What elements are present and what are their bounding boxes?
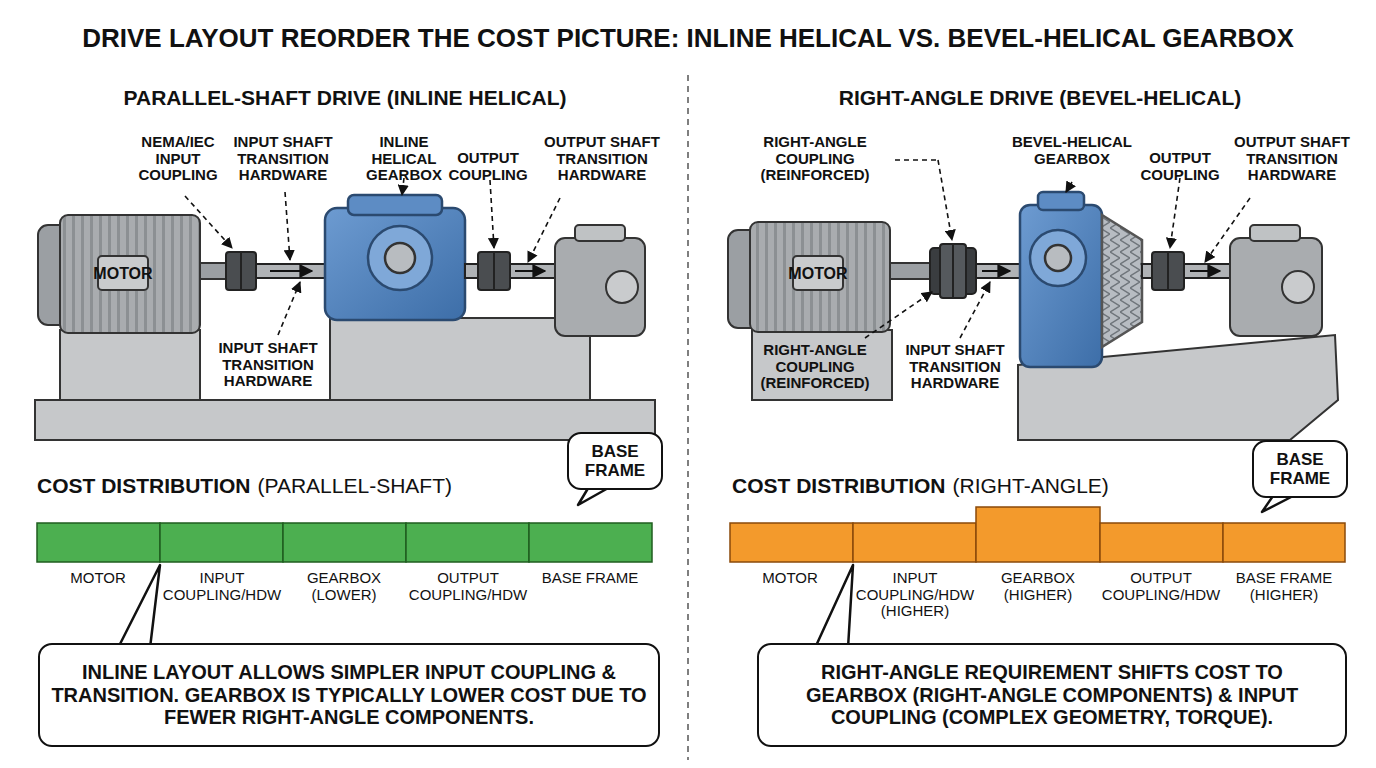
bar-label: MOTOR [38,570,158,587]
part-label: NEMA/IEC INPUT COUPLING [123,134,233,184]
part-label: OUTPUT SHAFT TRANSITION HARDWARE [532,134,672,184]
right-gearbox [1020,192,1142,367]
bar-label: GEARBOX (LOWER) [284,570,404,603]
part-label: OUTPUT COUPLING [443,150,533,183]
bar-label: BASE FRAME [530,570,650,587]
part-label: RIGHT-ANGLE COUPLING (REINFORCED) [745,342,885,392]
section-heading: COST DISTRIBUTION [37,474,251,497]
part-label: BEVEL-HELICAL GEARBOX [1012,134,1132,167]
part-label: OUTPUT SHAFT TRANSITION HARDWARE [1222,134,1362,184]
callout-tail [815,565,853,648]
section-heading: (RIGHT-ANGLE) [953,474,1109,497]
part-label: MOTOR [778,265,858,283]
leader-lines [865,160,1250,338]
left-output-coupling [465,252,555,290]
bar-label: MOTOR [730,570,850,587]
callout-box: BASE FRAME [567,432,663,490]
part-label: INPUT SHAFT TRANSITION HARDWARE [900,342,1010,392]
left-driven-machine [555,225,645,336]
bar-label: OUTPUT COUPLING/HDW [1101,570,1221,603]
bar-label: GEARBOX (HIGHER) [978,570,1098,603]
right-output-coupling [1142,252,1232,290]
part-label: INLINE HELICAL GEARBOX [354,134,454,184]
callout-box: BASE FRAME [1252,440,1348,498]
cost-bar-left [37,523,652,562]
panel-heading: RIGHT-ANGLE DRIVE (BEVEL-HELICAL) [720,86,1360,109]
callout-text: RIGHT-ANGLE REQUIREMENT SHIFTS COST TO G… [769,661,1335,728]
left-gearbox [325,195,465,320]
bar-label: INPUT COUPLING/HDW [162,570,282,603]
section-heading: COST DISTRIBUTION [732,474,946,497]
panel-heading: PARALLEL-SHAFT DRIVE (INLINE HELICAL) [25,86,665,109]
section-heading: (PARALLEL-SHAFT) [258,474,453,497]
callout-text: INLINE LAYOUT ALLOWS SIMPLER INPUT COUPL… [50,661,648,728]
callout-text: BASE FRAME [579,442,651,480]
cost-bar-right [730,507,1345,562]
bar-label: INPUT COUPLING/HDW (HIGHER) [855,570,975,620]
leader-lines [185,178,560,335]
right-motor [728,222,930,332]
part-label: MOTOR [83,265,163,283]
right-driven-machine [1230,225,1322,336]
part-label: RIGHT-ANGLE COUPLING (REINFORCED) [735,134,895,184]
callout-text: BASE FRAME [1264,450,1336,488]
bar-label: OUTPUT COUPLING/HDW [408,570,528,603]
part-label: OUTPUT COUPLING [1135,150,1225,183]
note-callout: RIGHT-ANGLE REQUIREMENT SHIFTS COST TO G… [757,643,1347,747]
panel-divider [687,75,689,760]
diagram-title: DRIVE LAYOUT REORDER THE COST PICTURE: I… [8,24,1368,53]
right-angle-coupling [930,244,1021,298]
left-motor [38,215,228,333]
part-label: INPUT SHAFT TRANSITION HARDWARE [208,340,328,390]
bar-label: BASE FRAME (HIGHER) [1224,570,1344,603]
left-input-coupling [226,252,326,290]
note-callout: INLINE LAYOUT ALLOWS SIMPLER INPUT COUPL… [38,643,660,747]
part-label: INPUT SHAFT TRANSITION HARDWARE [223,134,343,184]
